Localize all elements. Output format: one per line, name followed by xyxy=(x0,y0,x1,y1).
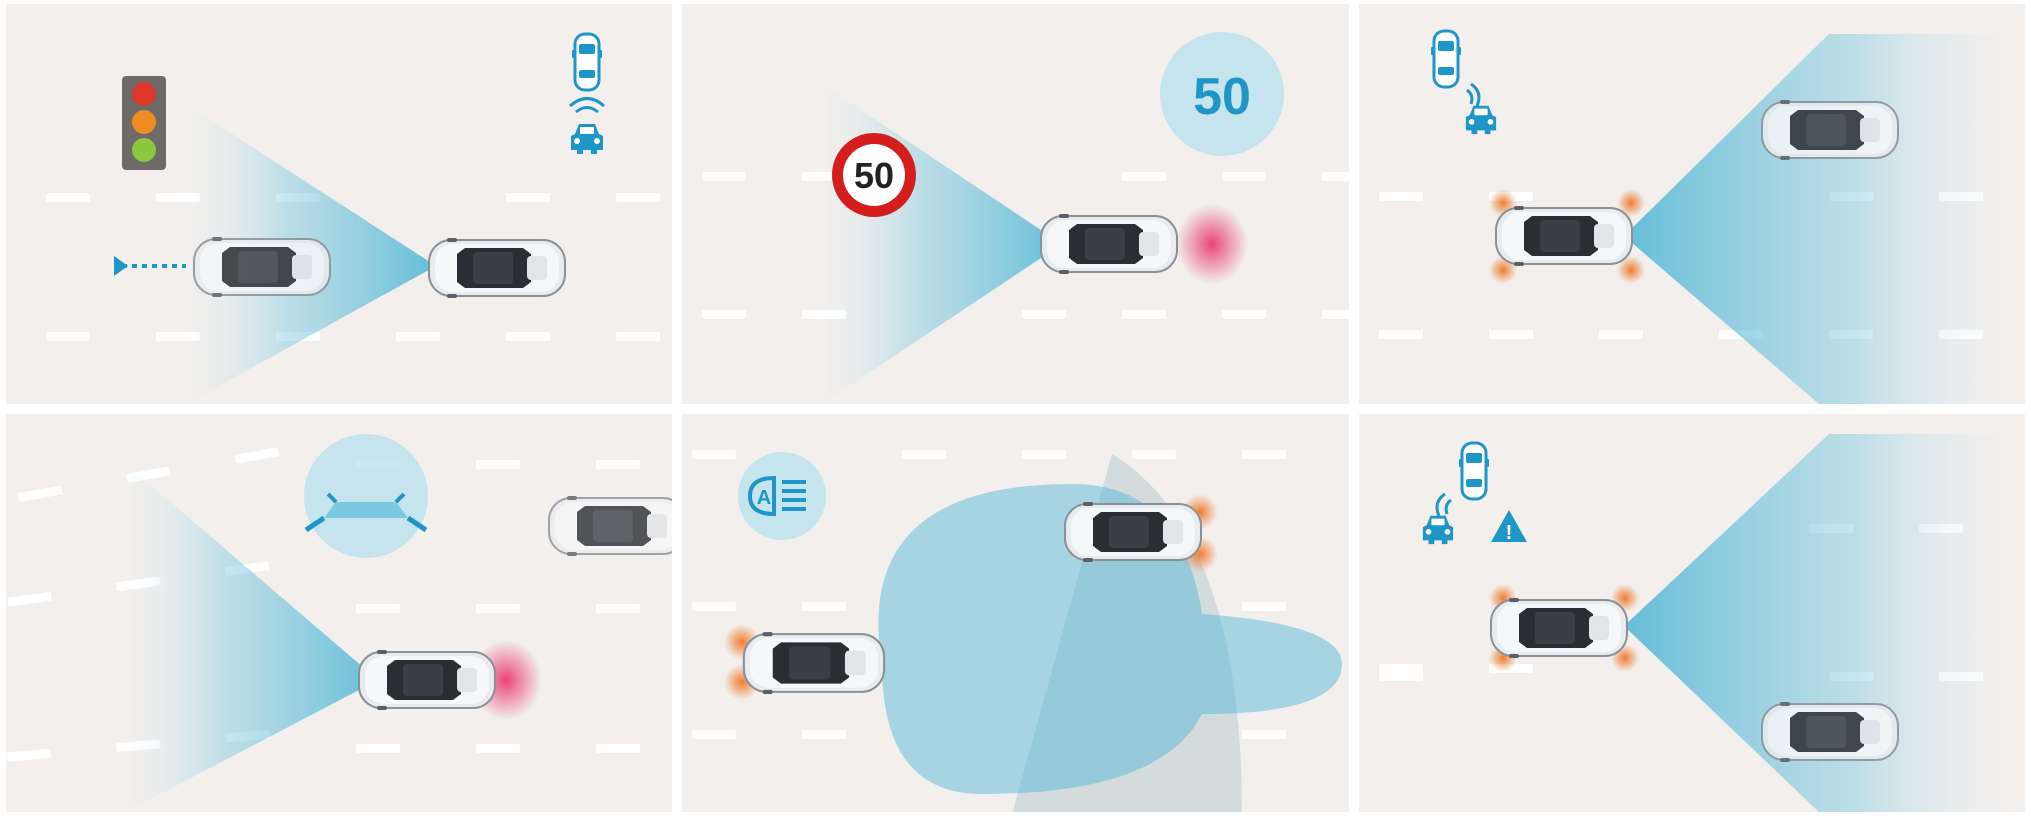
car-to-car-communication-icon xyxy=(570,34,604,154)
speed-limit-bubble-value: 50 xyxy=(1193,68,1251,126)
speed-limit-sign-value: 50 xyxy=(854,155,894,196)
car-to-car-communication-icon xyxy=(1431,31,1496,134)
speed-limit-sign-icon: 50 xyxy=(832,133,916,217)
panel-adaptive-high-beam: A xyxy=(682,414,1349,812)
left-arrow-icon xyxy=(114,256,186,276)
ego-car xyxy=(429,238,565,298)
cross-traffic-car xyxy=(1762,100,1898,160)
auto-beam-label: A xyxy=(757,487,771,509)
panel-traffic-light-recognition xyxy=(6,4,672,404)
lead-car xyxy=(194,237,330,297)
auto-high-beam-icon: A xyxy=(738,452,826,540)
speed-limit-bubble-icon: 50 xyxy=(1160,32,1284,156)
warning-triangle-icon: ! xyxy=(1491,510,1527,544)
panel-rear-cross-traffic xyxy=(1359,4,2025,404)
oncoming-car xyxy=(1065,502,1201,562)
other-car xyxy=(549,496,672,556)
panel-collision-warning: ! xyxy=(1359,414,2025,812)
side-radar-beam xyxy=(1624,34,2009,404)
ego-car xyxy=(1496,206,1632,266)
ego-car xyxy=(744,632,884,694)
panel-speed-limit-recognition: 50 50 xyxy=(682,4,1349,404)
ego-car xyxy=(1491,598,1627,658)
ego-car xyxy=(359,650,495,710)
approaching-car xyxy=(1762,702,1898,762)
panel-lane-keeping xyxy=(6,414,672,812)
lane-assist-icon xyxy=(304,434,428,558)
traffic-light-icon xyxy=(122,76,166,170)
warning-symbol: ! xyxy=(1506,522,1513,544)
car-to-car-communication-icon xyxy=(1423,443,1489,544)
brake-light-glow xyxy=(1176,204,1248,284)
ego-car xyxy=(1041,214,1177,274)
front-camera-beam xyxy=(822,84,1062,404)
